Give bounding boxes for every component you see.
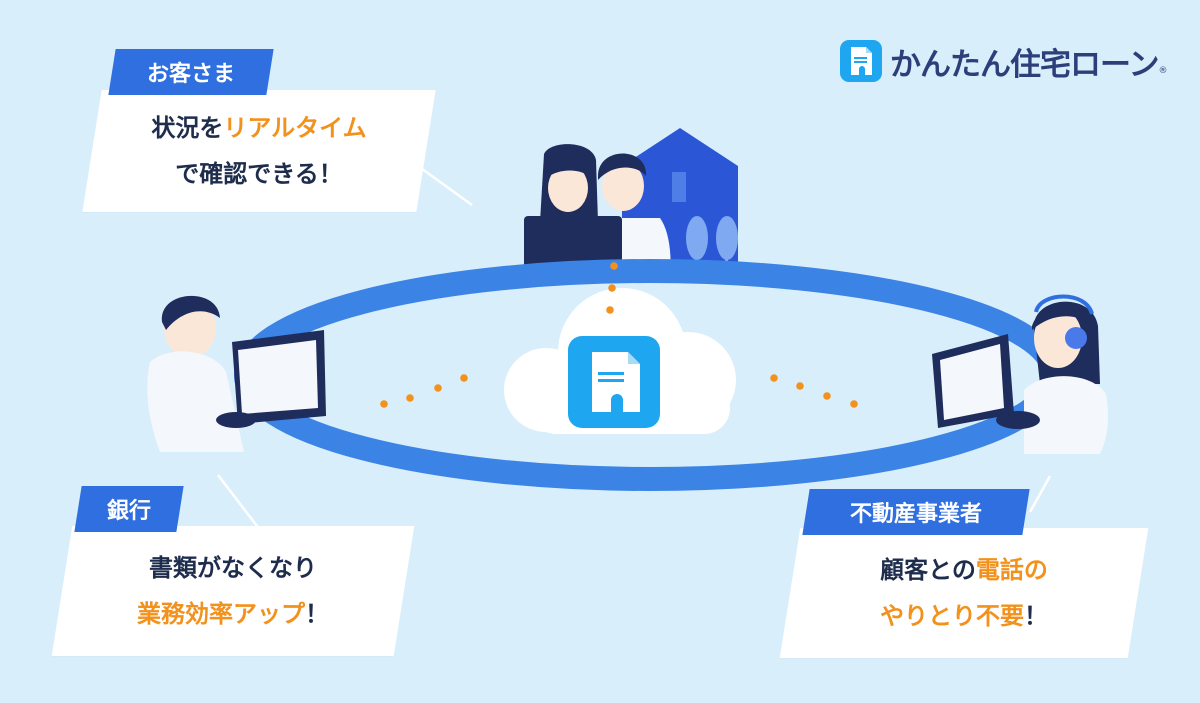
leader-line-customer [417,164,473,207]
bank-tag-label: 銀行 [106,499,151,524]
realtor-text: 顧客との [880,556,976,584]
bank-highlight: 業務効率アップ [137,600,305,628]
customer-line-1: 状況をリアルタイム [151,105,366,151]
bank-text: ！ [305,600,329,628]
realtor-highlight-2: やりとり不要 [880,602,1024,630]
registered-mark: ® [1158,66,1168,76]
realtor-tag-label: 不動産事業者 [849,502,982,527]
customer-line-2: で確認できる！ [175,160,343,188]
leader-line-bank [217,474,261,531]
bank-tag: 銀行 [74,486,184,532]
document-building-icon [840,40,882,82]
customer-tag: お客さま [108,49,274,95]
bank-line-1: 書類がなくなり [149,554,317,582]
customer-tag-label: お客さま [146,62,235,87]
realtor-text-2: ！ [1024,602,1048,630]
brand-logo: かんたん住宅ローン ® [840,38,1167,84]
realtor-line-2: やりとり不要！ [880,593,1048,639]
customer-callout: 状況をリアルタイム で確認できる！ [82,90,436,212]
realtor-staff-illustration [932,294,1108,454]
realtor-line-1: 顧客との電話の [880,547,1048,593]
bank-line-2: 業務効率アップ！ [137,591,329,637]
realtor-callout: 顧客との電話の やりとり不要！ [779,528,1149,658]
connector-dots [380,262,858,408]
brand-name: かんたん住宅ローン [890,46,1159,83]
bank-callout: 書類がなくなり 業務効率アップ！ [51,526,415,656]
headset-icon [1065,327,1087,349]
app-document-icon [568,336,660,428]
customer-text: 状況を [151,114,224,142]
realtor-highlight-1: 電話の [975,556,1048,584]
customer-highlight: リアルタイム [223,114,367,142]
realtor-tag: 不動産事業者 [802,489,1030,535]
leader-line-realtor [1028,475,1052,513]
bank-staff-illustration [147,295,326,452]
